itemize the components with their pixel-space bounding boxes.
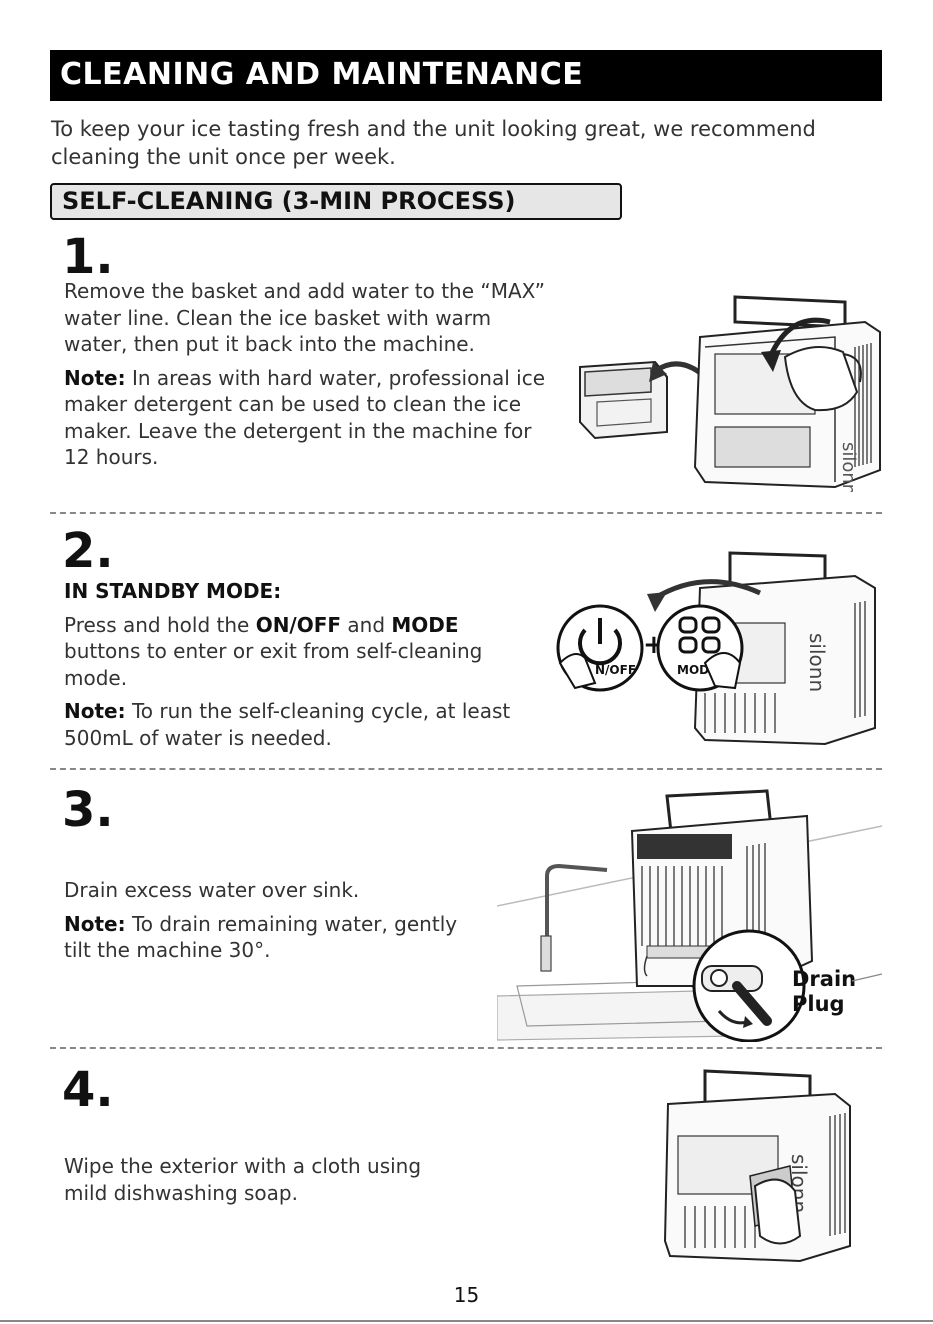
- step-2-illustration: silonn N/OFF + MOD: [556, 551, 876, 746]
- step-1-illustration: silonn: [579, 295, 881, 492]
- page-number: 15: [453, 1283, 480, 1307]
- divider: [50, 512, 882, 514]
- sub-section-title: SELF-CLEANING (3-MIN PROCESS): [62, 187, 516, 215]
- step-2-mode-heading: IN STANDBY MODE:: [64, 579, 282, 603]
- step-3-instruction: Drain excess water over sink.: [64, 878, 360, 902]
- faucet-icon: [545, 863, 608, 971]
- step-3-note: Note: To drain remaining water, gently t…: [64, 911, 484, 964]
- mode-icon: [678, 616, 698, 634]
- onoff-button-label: N/OFF: [595, 663, 636, 677]
- step-2-instruction: Press and hold the ON/OFF and MODE butto…: [64, 612, 483, 690]
- drain-plug-zoom: [692, 929, 806, 1042]
- mode-label: MODE: [391, 612, 459, 637]
- step-4-text-block: Wipe the exterior with a cloth using mil…: [64, 1153, 424, 1213]
- mode-button-label: MOD: [677, 663, 709, 677]
- step-3-text-block: Drain excess water over sink. Note: To d…: [64, 877, 484, 971]
- step-4-number: 4.: [62, 1062, 114, 1118]
- water-pitcher-image: [783, 346, 862, 412]
- step-3-number: 3.: [62, 782, 114, 838]
- page-bottom-rule: [0, 1320, 933, 1322]
- step-1-text-block: Remove the basket and add water to the “…: [64, 278, 559, 478]
- section-header: CLEANING AND MAINTENANCE: [50, 50, 882, 101]
- drain-plug-icon: [732, 981, 772, 1026]
- mode-button-zoom: MOD: [656, 604, 744, 692]
- note-label: Note:: [64, 911, 126, 936]
- ice-maker-image: silonn: [663, 1069, 851, 1263]
- hand-icon: [703, 652, 742, 690]
- hand-icon: [558, 653, 597, 690]
- note-text: To run the self-cleaning cycle, at least…: [64, 699, 511, 750]
- onoff-button-zoom: N/OFF: [556, 604, 644, 692]
- arrow-icon: [767, 317, 831, 359]
- step-2-note: Note: To run the self-cleaning cycle, at…: [64, 698, 539, 751]
- note-text: In areas with hard water, professional i…: [64, 365, 546, 470]
- step-2-text-block: IN STANDBY MODE: Press and hold the ON/O…: [64, 578, 539, 758]
- callout-drain: Drain: [792, 967, 856, 991]
- page-title: CLEANING AND MAINTENANCE: [60, 57, 584, 92]
- brand-logo: silonn: [838, 442, 859, 492]
- sub-section-header: SELF-CLEANING (3-MIN PROCESS): [50, 183, 622, 220]
- step-1-number: 1.: [62, 229, 114, 285]
- step-3-illustration: Drain Plug: [497, 789, 883, 1042]
- note-label: Note:: [64, 365, 126, 390]
- hand-with-cloth-icon: [749, 1165, 802, 1245]
- power-icon: [578, 628, 622, 666]
- divider: [50, 1047, 882, 1049]
- note-label: Note:: [64, 699, 126, 723]
- intro-text: To keep your ice tasting fresh and the u…: [51, 117, 816, 169]
- divider: [50, 768, 882, 770]
- brand-logo: silonn: [805, 633, 829, 692]
- onoff-label: ON/OFF: [255, 612, 342, 637]
- step-4-instruction: Wipe the exterior with a cloth using mil…: [64, 1154, 422, 1205]
- step-2-number: 2.: [62, 523, 114, 579]
- sink-image: [497, 825, 883, 1041]
- note-text: To drain remaining water, gently tilt th…: [64, 911, 458, 963]
- step-4-illustration: silonn: [663, 1069, 851, 1263]
- ice-basket-image: [579, 360, 668, 440]
- callout-plug: Plug: [792, 992, 845, 1016]
- step-1-instruction: Remove the basket and add water to the “…: [64, 279, 545, 356]
- step-1-note: Note: In areas with hard water, professi…: [64, 365, 559, 471]
